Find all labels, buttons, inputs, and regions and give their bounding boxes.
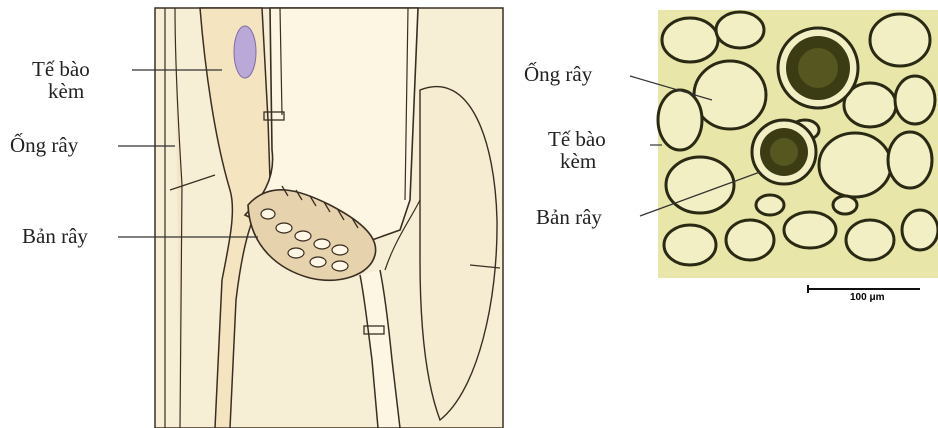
- label-companion-cell: Tế bào kèm: [32, 58, 90, 102]
- label-sieve-tube: Ống rây: [10, 134, 78, 156]
- scale-bar-label: 100 μm: [850, 292, 884, 303]
- label-line: Tế bào: [548, 127, 606, 151]
- micro-label-companion-cell: Tế bào kèm: [548, 128, 606, 172]
- micro-label-sieve-plate: Bản rây: [536, 206, 602, 228]
- label-line: Tế bào: [32, 57, 90, 81]
- label-sieve-plate: Bản rây: [22, 225, 88, 247]
- companion-nucleus: [234, 26, 256, 78]
- micro-label-sieve-tube: Ống rây: [524, 63, 592, 85]
- label-line: kèm: [32, 79, 84, 103]
- label-line: kèm: [548, 149, 596, 173]
